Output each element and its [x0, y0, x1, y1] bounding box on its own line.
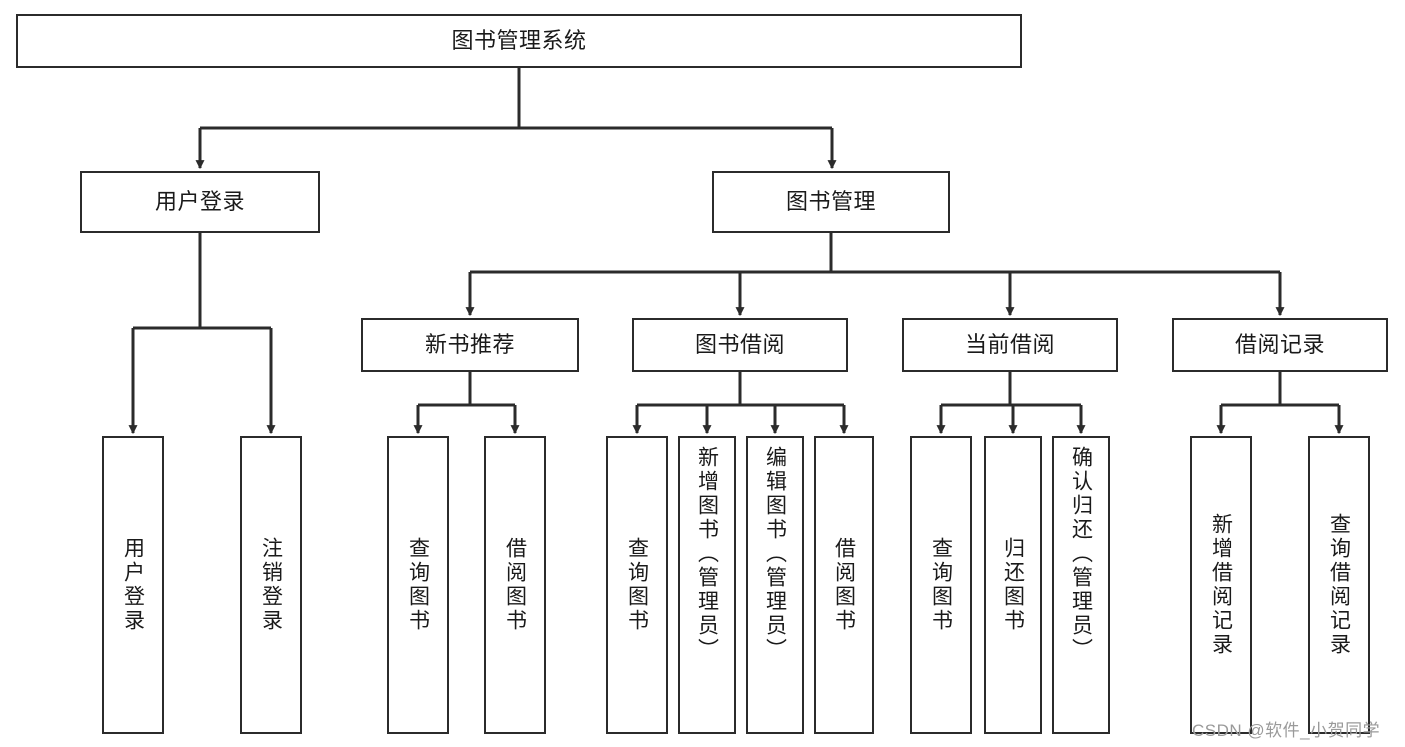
node-leaf-add-book[interactable]: 新增图书（管理员）	[678, 436, 736, 734]
node-book-borrow[interactable]: 图书借阅	[632, 318, 848, 372]
node-new-book-rec-label: 新书推荐	[424, 332, 515, 358]
node-leaf-query-record-label: 查询借阅记录	[1327, 513, 1351, 657]
node-leaf-return-book-label: 归还图书	[1001, 537, 1025, 633]
node-leaf-edit-book-label: 编辑图书（管理员）	[763, 446, 787, 662]
node-book-manage-label: 图书管理	[785, 189, 876, 215]
node-user-login[interactable]: 用户登录	[80, 171, 320, 233]
node-leaf-edit-book[interactable]: 编辑图书（管理员）	[746, 436, 804, 734]
node-book-manage[interactable]: 图书管理	[712, 171, 950, 233]
node-current-borrow[interactable]: 当前借阅	[902, 318, 1118, 372]
node-new-book-rec[interactable]: 新书推荐	[361, 318, 579, 372]
node-root-label: 图书管理系统	[451, 28, 587, 54]
watermark-text: CSDN @软件_小贺同学	[1192, 721, 1381, 740]
node-leaf-confirm-return[interactable]: 确认归还（管理员）	[1052, 436, 1110, 734]
node-leaf-add-record-label: 新增借阅记录	[1209, 513, 1233, 657]
node-leaf-query-book-1-label: 查询图书	[406, 537, 430, 633]
node-book-borrow-label: 图书借阅	[694, 332, 785, 358]
node-leaf-return-book[interactable]: 归还图书	[984, 436, 1042, 734]
node-leaf-query-book-2[interactable]: 查询图书	[606, 436, 668, 734]
node-leaf-user-login-label: 用户登录	[121, 537, 145, 633]
node-leaf-query-book-3[interactable]: 查询图书	[910, 436, 972, 734]
node-leaf-borrow-book-2-label: 借阅图书	[832, 537, 856, 633]
node-leaf-user-logout[interactable]: 注销登录	[240, 436, 302, 734]
node-leaf-query-book-1[interactable]: 查询图书	[387, 436, 449, 734]
node-root[interactable]: 图书管理系统	[16, 14, 1022, 68]
node-leaf-user-logout-label: 注销登录	[259, 537, 283, 633]
node-leaf-confirm-return-label: 确认归还（管理员）	[1069, 446, 1093, 662]
node-borrow-record[interactable]: 借阅记录	[1172, 318, 1388, 372]
node-user-login-label: 用户登录	[154, 189, 245, 215]
node-leaf-query-book-2-label: 查询图书	[625, 537, 649, 633]
node-leaf-query-record[interactable]: 查询借阅记录	[1308, 436, 1370, 734]
node-leaf-query-book-3-label: 查询图书	[929, 537, 953, 633]
node-leaf-borrow-book-2[interactable]: 借阅图书	[814, 436, 874, 734]
node-leaf-user-login[interactable]: 用户登录	[102, 436, 164, 734]
node-leaf-borrow-book-1-label: 借阅图书	[503, 537, 527, 633]
node-leaf-add-record[interactable]: 新增借阅记录	[1190, 436, 1252, 734]
node-borrow-record-label: 借阅记录	[1234, 332, 1325, 358]
node-current-borrow-label: 当前借阅	[964, 332, 1055, 358]
node-leaf-borrow-book-1[interactable]: 借阅图书	[484, 436, 546, 734]
node-leaf-add-book-label: 新增图书（管理员）	[695, 446, 719, 662]
